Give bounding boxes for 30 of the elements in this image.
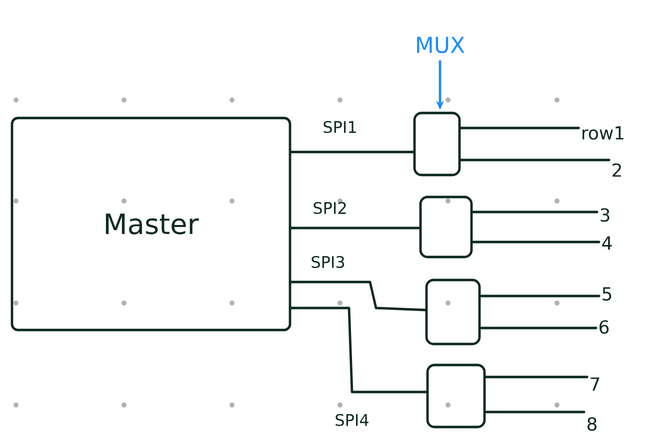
edge-label: SPI2 bbox=[314, 202, 346, 214]
connector-line bbox=[460, 126, 580, 130]
connector-line bbox=[480, 326, 598, 330]
master-box: Master bbox=[10, 116, 292, 332]
row-label: 3 bbox=[600, 208, 610, 222]
edge-label: SPI4 bbox=[336, 414, 368, 426]
mux-box bbox=[413, 112, 461, 176]
connector-line bbox=[460, 158, 610, 162]
row-label: 7 bbox=[590, 377, 600, 391]
mux-box bbox=[426, 364, 486, 428]
row-label: 6 bbox=[600, 320, 609, 334]
connector-line bbox=[290, 306, 428, 394]
mux-box bbox=[425, 278, 481, 346]
connector-line bbox=[472, 240, 600, 244]
connector-line bbox=[484, 376, 588, 378]
connector-line bbox=[290, 226, 420, 230]
connector-line bbox=[472, 210, 598, 214]
edge-label: SPI1 bbox=[324, 120, 356, 134]
connector-line bbox=[480, 294, 600, 298]
connector-line bbox=[484, 410, 586, 414]
row-label: 2 bbox=[612, 163, 621, 177]
edge-label: SPI3 bbox=[312, 256, 344, 268]
row-label: row1 bbox=[582, 126, 624, 140]
row-label: 5 bbox=[602, 287, 612, 301]
mux-box bbox=[419, 196, 473, 258]
row-label: 4 bbox=[602, 236, 612, 250]
connector-line bbox=[290, 150, 414, 154]
mux-label: MUX bbox=[417, 36, 464, 54]
row-label: 8 bbox=[588, 417, 596, 431]
connector-line bbox=[290, 280, 426, 312]
